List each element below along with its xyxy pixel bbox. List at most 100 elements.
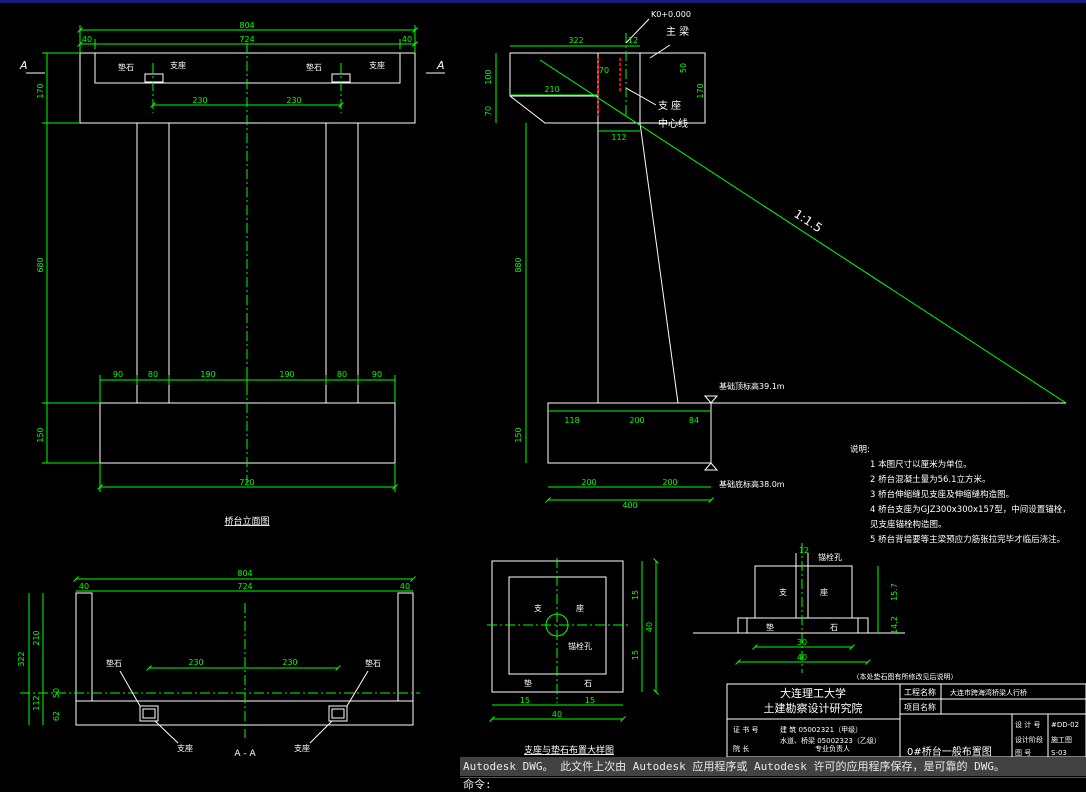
stem — [597, 122, 679, 404]
tb-project-label: 工程名称 — [904, 687, 936, 697]
bottom-dim-ticks — [99, 375, 396, 403]
dim-footing-height: 150 — [36, 427, 45, 442]
tb-field-label-1: 设 计 号 — [1015, 720, 1040, 729]
aa-label-bearing-left: 支座 — [177, 743, 193, 753]
main-beam-label: 主 梁 — [666, 25, 689, 38]
pad-left — [139, 705, 159, 722]
side-view: 1:1.5 基础顶标高39.1m 基础底标高38.0m K0+0.000 主 梁… — [484, 10, 1067, 510]
label-pad-left: 垫石 — [118, 62, 134, 72]
tb-institute: 土建勘察设计研究院 — [764, 701, 863, 715]
pad-left-inner — [142, 708, 156, 719]
bsec-dim-w30: 30 — [797, 638, 807, 647]
bearing-section: 支 座 垫 石 锚栓孔 12 15.7 14.2 30 40 （本处垫石图有所修… — [693, 543, 958, 681]
bsec-dim-top: 12 — [799, 546, 809, 555]
section-mark-left: A — [19, 59, 28, 72]
section-outline — [75, 592, 414, 726]
aa-dim-d2: 230 — [282, 658, 297, 667]
elevation-top-label: K0+0.000 — [651, 10, 691, 19]
detail-label-pad-b: 石 — [584, 679, 592, 688]
window-top-bar — [0, 0, 1086, 3]
aa-title: A - A — [234, 749, 256, 757]
detail-label-bearing-b: 座 — [576, 603, 584, 613]
right-column — [325, 122, 359, 404]
command-history: Autodesk DWG。 此文件上次由 Autodesk 应用程序或 Auto… — [460, 757, 1086, 776]
command-line[interactable]: 命令: — [460, 777, 1086, 792]
detail-dim-r15a: 15 — [631, 590, 640, 600]
section-aa: 804 724 40 40 230 230 322 210 112 50 62 … — [17, 569, 420, 757]
dim-side-total: 400 — [622, 501, 637, 510]
detail-dim-15b: 15 — [585, 696, 595, 705]
label-pad-right: 垫石 — [306, 62, 322, 72]
dim-top-width: 322 — [568, 36, 583, 45]
aa-dim-h-upper: 210 — [32, 630, 41, 645]
bsec-label-bearing-b: 座 — [820, 587, 828, 597]
leader-line — [649, 44, 671, 59]
bsec-label-pad-b: 石 — [830, 623, 838, 632]
dim-cap-height-side: 170 — [696, 83, 705, 98]
bearing-detail: 支 座 锚栓孔 垫 石 15 15 40 15 40 15 支座与垫石布置大样图 — [487, 558, 659, 756]
notes: 说明: 1 本图尺寸以厘米为单位。 2 桥台混凝土量为56.1立方米。 3 桥台… — [850, 444, 1071, 545]
leader-line — [119, 670, 141, 707]
bsec-caption: （本处垫石图有所修改见后说明） — [853, 672, 958, 681]
dim-side-left: 40 — [82, 35, 92, 44]
tb-field-value-1: #DD-02 — [1051, 721, 1079, 729]
label-bearing-left: 支座 — [170, 60, 186, 70]
dim-f1: 118 — [564, 416, 579, 425]
dim-bearing-left: 230 — [192, 96, 207, 105]
tb-cert-1: 建 筑 05002321（甲级） — [780, 725, 862, 734]
section-mark-right: A — [436, 59, 445, 72]
tb-item-label: 项目名称 — [904, 702, 936, 712]
detail-dim-15a: 15 — [520, 696, 530, 705]
bsec-label-pad-a: 垫 — [766, 622, 774, 632]
tb-cert-2: 水道、桥梁 05002323（乙级） — [780, 736, 881, 745]
tb-field-value-3: S-03 — [1051, 749, 1067, 757]
aa-label-pad-left: 垫石 — [106, 658, 122, 668]
bsec-dim-h2: 14.2 — [890, 616, 899, 634]
leader-line — [625, 18, 650, 44]
slope-line — [539, 59, 1067, 404]
leader-line — [309, 720, 333, 744]
leader-line — [625, 87, 657, 106]
dim-bottom-3: 190 — [200, 370, 215, 379]
aa-dim-h-112: 112 — [32, 695, 41, 710]
dim-left-h2: 70 — [484, 106, 493, 116]
dim-bottom-5: 80 — [337, 370, 347, 379]
command-input[interactable] — [508, 778, 1068, 792]
aa-dim-h-50: 50 — [52, 688, 61, 698]
command-area: Autodesk DWG。 此文件上次由 Autodesk 应用程序或 Auto… — [460, 757, 1086, 792]
aa-dim-side-right: 40 — [400, 582, 410, 591]
cad-drawing-canvas[interactable]: 804 724 40 40 230 230 垫石 支座 垫石 支座 170 68… — [0, 3, 1086, 757]
dim-beam-height: 50 — [679, 63, 688, 73]
bearing-left — [144, 73, 164, 83]
side-footing — [547, 402, 712, 464]
dim-f2: 200 — [629, 416, 644, 425]
bearing-center-label: 支 座 — [658, 99, 681, 112]
note-5: 5 桥台背墙要等主梁预应力筋张拉完毕才临后浇注。 — [870, 534, 1065, 545]
aa-dim-h-total: 322 — [17, 651, 26, 666]
tb-role-1: 院 长 — [733, 744, 749, 753]
tb-drawing-title: 0#桥台一般布置图 — [907, 745, 992, 757]
bearing-body — [754, 565, 853, 619]
dim-total-width: 804 — [239, 21, 254, 30]
note-1: 1 本图尺寸以厘米为单位。 — [870, 459, 972, 470]
notes-heading: 说明: — [850, 444, 870, 455]
dim-b2: 200 — [662, 478, 677, 487]
dim-inner-width: 724 — [239, 35, 254, 44]
pad-right — [328, 705, 348, 722]
detail-dim-r15b: 15 — [631, 650, 640, 660]
dim-left-h1: 100 — [484, 69, 493, 84]
dim-bearing-right: 230 — [286, 96, 301, 105]
dim-column-height: 680 — [36, 257, 45, 272]
foundation-top-mark — [703, 395, 719, 404]
dim-cap-height: 170 — [36, 83, 45, 98]
aa-label-bearing-right: 支座 — [294, 743, 310, 753]
detail-label-bearing-a: 支 — [534, 603, 542, 613]
aa-dim-inner: 724 — [237, 582, 252, 591]
elevation-title: 桥台立面图 — [224, 515, 269, 527]
tb-field-label-3: 图 号 — [1015, 749, 1031, 757]
dim-bottom-4: 190 — [279, 370, 294, 379]
note-4: 4 桥台支座为GJZ300x300x157型，中间设置锚栓， — [870, 504, 1071, 515]
dim-bottom-1: 90 — [113, 370, 123, 379]
foundation-bottom-mark — [703, 462, 719, 471]
leader-line — [154, 720, 179, 744]
